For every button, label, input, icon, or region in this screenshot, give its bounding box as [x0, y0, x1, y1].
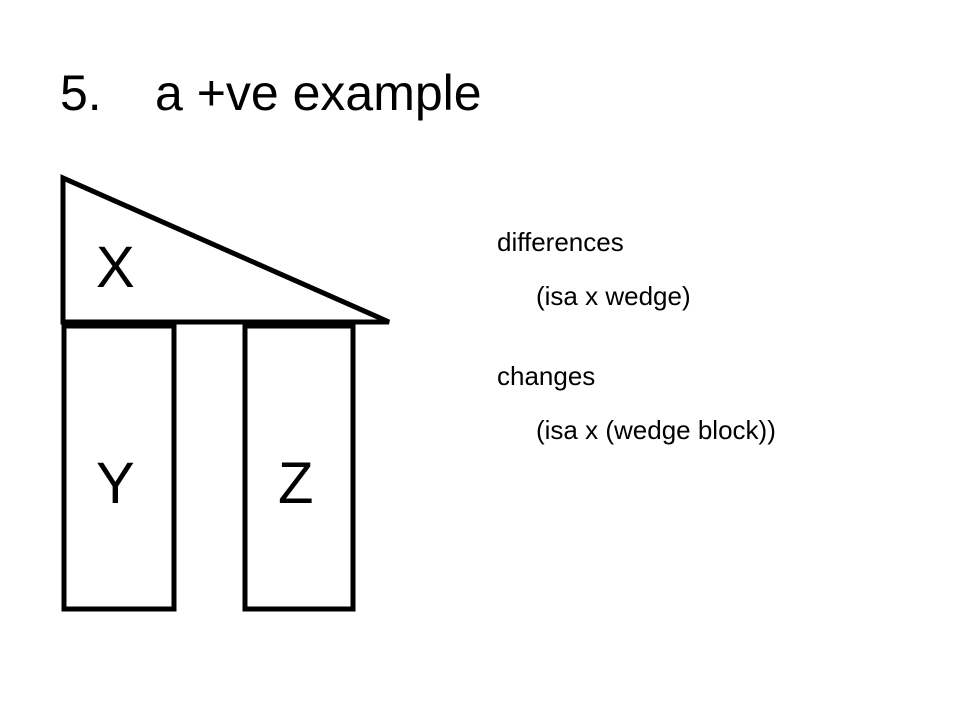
- block-y-label: Y: [96, 451, 135, 516]
- wedge-x-label: X: [96, 235, 135, 300]
- block-z-label: Z: [278, 451, 313, 516]
- notes-panel: differences (isa x wedge) changes (isa x…: [497, 222, 776, 450]
- changes-item: (isa x (wedge block)): [536, 415, 776, 445]
- wedge-x: [60, 174, 391, 325]
- slide-number: 5.: [60, 65, 102, 121]
- block-y: [61, 323, 177, 612]
- block-z: [242, 323, 356, 612]
- differences-heading: differences: [497, 227, 624, 257]
- differences-item: (isa x wedge): [536, 281, 691, 311]
- slide-title-text: a +ve example: [155, 65, 482, 121]
- changes-heading: changes: [497, 361, 596, 391]
